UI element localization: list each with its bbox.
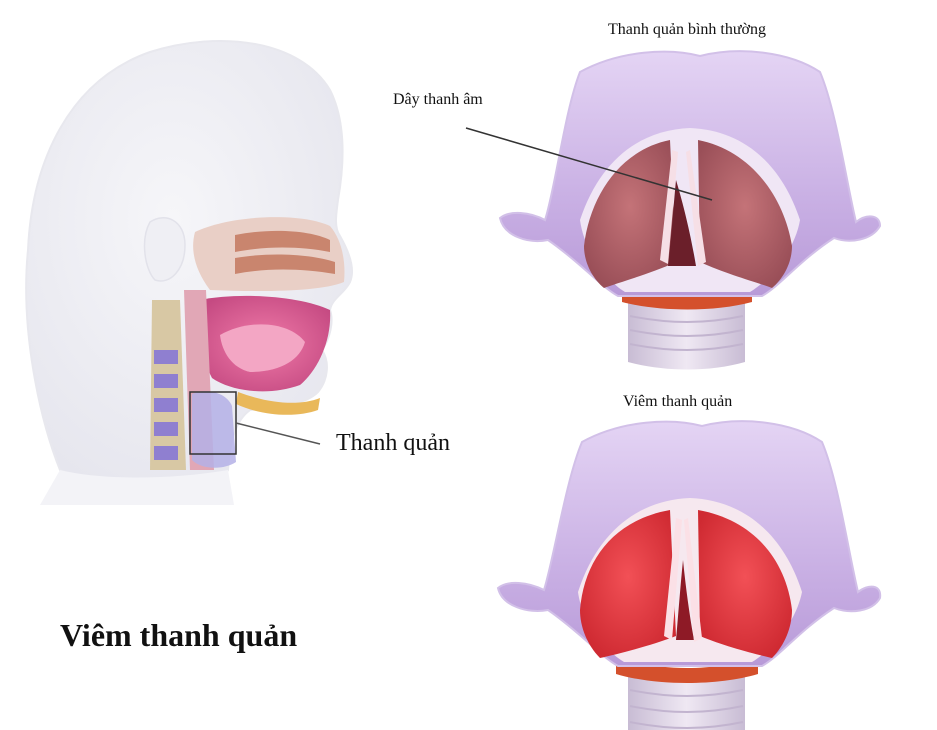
larynx-leader-line <box>235 422 321 445</box>
normal-fold-right <box>698 140 792 288</box>
normal-trachea-rings <box>629 315 744 351</box>
jaw-bone <box>236 392 320 415</box>
vertebrae <box>154 350 178 460</box>
head-cross-section <box>150 217 345 470</box>
inflamed-cartilage-ring <box>616 656 758 683</box>
head-illustration <box>25 39 354 505</box>
inflamed-true-cord-right <box>684 518 702 642</box>
normal-glottis-opening <box>668 180 696 266</box>
nasal-cavity <box>193 217 345 292</box>
vocal-cords-label: Dây thanh âm <box>393 91 483 108</box>
larynx-label: Thanh quản <box>336 430 450 456</box>
normal-larynx-title: Thanh quản bình thường <box>608 21 766 38</box>
inflamed-fold-right <box>698 510 792 658</box>
larynx-tissue <box>192 391 236 468</box>
neck <box>40 470 234 505</box>
normal-cartilage-ring <box>622 286 752 310</box>
inflamed-larynx-illustration <box>496 420 882 730</box>
normal-trachea <box>628 300 745 370</box>
normal-true-cord-right <box>686 150 706 266</box>
turbinates <box>235 230 335 274</box>
inflamed-true-cord-left <box>664 518 682 640</box>
inflamed-fold-left <box>580 510 676 658</box>
inflamed-larynx-title: Viêm thanh quản <box>623 393 733 410</box>
inflamed-trachea-rings <box>629 689 744 729</box>
normal-larynx-illustration <box>465 50 882 370</box>
ear <box>143 217 186 282</box>
vocal-cords-leader-line <box>465 127 713 201</box>
normal-fold-left <box>584 140 676 288</box>
tongue <box>220 324 305 372</box>
normal-true-cord-left <box>660 150 678 264</box>
inflamed-trachea <box>628 670 745 730</box>
inflamed-glottis-opening <box>676 560 694 640</box>
main-title: Viêm thanh quản <box>60 617 298 653</box>
